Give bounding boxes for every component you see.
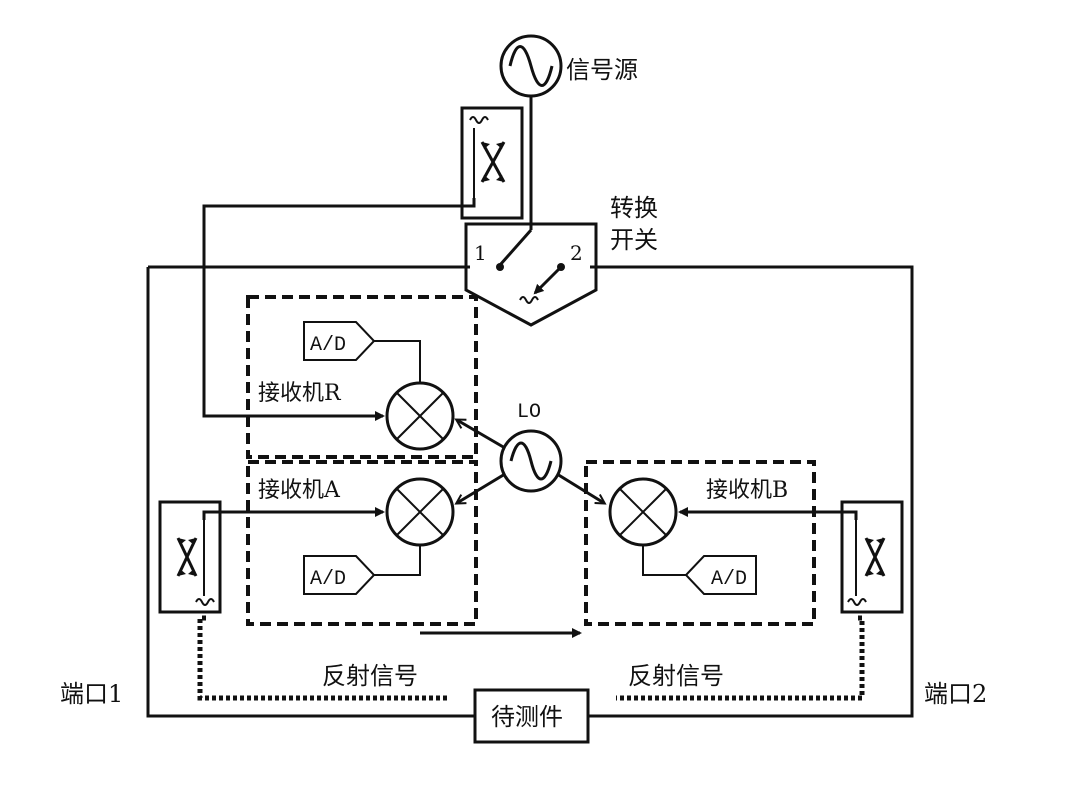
switch-label-line1: 转换: [610, 194, 658, 222]
receiver-b-label: 接收机B: [706, 478, 788, 503]
port2-coupler: [840, 500, 904, 614]
reference-feed-wire: [202, 198, 476, 421]
lo-label: LO: [517, 401, 541, 424]
dut-box: [473, 688, 590, 744]
receiver-a-box: [246, 460, 478, 626]
lo-to-a: [457, 472, 506, 503]
lo-to-b: [556, 472, 604, 503]
ad-r-wire: [374, 340, 421, 383]
reference-coupler: [460, 106, 524, 220]
port2-to-receiver-b: [678, 507, 858, 520]
switch-pos-1: 1: [474, 241, 487, 265]
ad-converter-b: [684, 555, 757, 595]
ad-converter-a: [303, 555, 376, 595]
port2-label: 端口2: [924, 680, 987, 708]
coupler-cross-icon: [864, 537, 886, 577]
transfer-switch: [464, 222, 598, 327]
switch-label-line2: 开关: [610, 226, 658, 254]
port1-to-receiver-a: [202, 507, 385, 520]
dut-label: 待测件: [491, 703, 563, 731]
port1-coupler: [158, 500, 222, 614]
switch-pos-2: 2: [570, 241, 583, 265]
ad-converter-r: [303, 321, 376, 361]
ad-a-label: A/D: [310, 568, 346, 591]
main-loop-wires: [146, 265, 914, 718]
receiver-r-label: 接收机R: [258, 381, 342, 406]
lo-to-r: [457, 420, 506, 450]
reflected-path-right: [616, 615, 865, 701]
mixer-r-icon: [385, 381, 455, 451]
signal-source-icon: [499, 34, 563, 98]
reflected-label-right: 反射信号: [628, 662, 724, 690]
receiver-r-box: [246, 295, 478, 459]
ad-b-label: A/D: [711, 568, 747, 591]
coupler-cross-icon: [480, 141, 506, 183]
reflected-label-left: 反射信号: [322, 662, 418, 690]
mixer-b-icon: [608, 477, 678, 547]
signal-source-label: 信号源: [566, 56, 638, 84]
receiver-a-label: 接收机A: [258, 478, 341, 503]
mixer-a-icon: [385, 477, 455, 547]
coupler-cross-icon: [176, 537, 198, 577]
ad-b-wire: [642, 545, 686, 576]
lo-oscillator-icon: [499, 429, 563, 493]
receiver-b-box: [584, 460, 816, 626]
ad-r-label: A/D: [310, 334, 346, 357]
reflected-path-left: [197, 615, 448, 701]
port1-label: 端口1: [60, 680, 123, 708]
ad-a-wire: [374, 545, 421, 576]
